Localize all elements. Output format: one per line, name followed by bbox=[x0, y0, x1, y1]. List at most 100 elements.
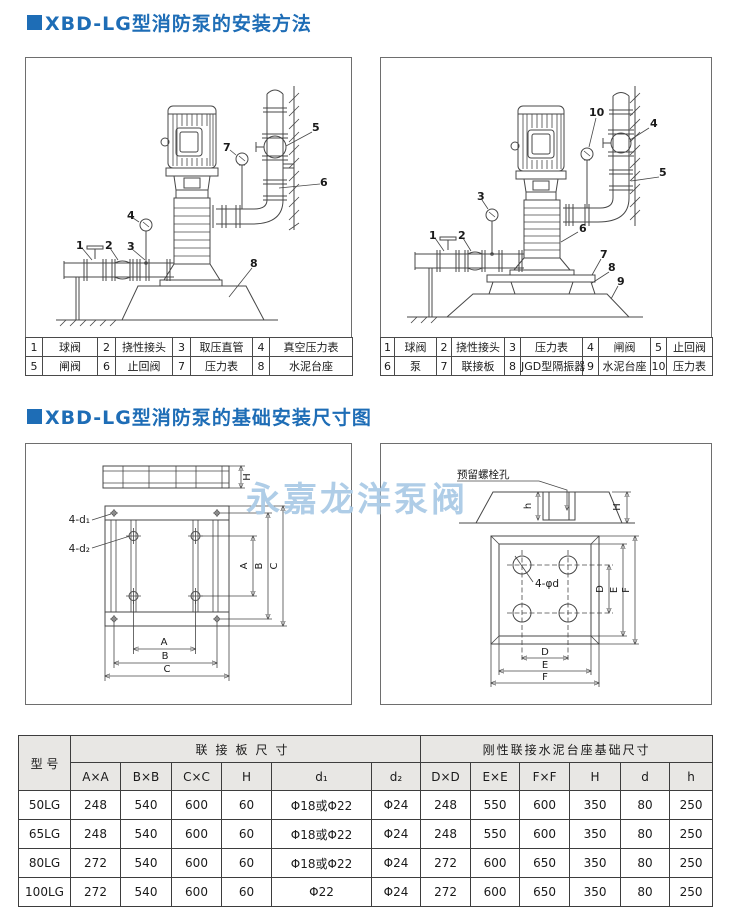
plate-plan-view bbox=[104, 505, 230, 627]
spec-value: 272 bbox=[420, 877, 472, 907]
part-number: 1 bbox=[380, 337, 395, 357]
spec-value: 600 bbox=[171, 819, 222, 849]
part-number: 6 bbox=[97, 356, 116, 376]
spec-col: H bbox=[569, 762, 622, 791]
installation-diagram-box-right: 1 2 3 4 5 6 7 8 9 10 bbox=[380, 57, 712, 338]
spec-header-groups: 型 号 联接板尺寸 刚性联接水泥台座基础尺寸 bbox=[18, 735, 714, 791]
spec-value: 600 bbox=[519, 790, 571, 820]
spec-row-50LG: 50LG 248 540 600 60 Φ18或Φ22 Φ24 248 550 … bbox=[18, 790, 714, 820]
label-4-d2: 4-d₂ bbox=[69, 543, 90, 555]
spec-col: F×F bbox=[519, 762, 571, 791]
hole-labels: 4-d₁ 4-d₂ bbox=[69, 513, 131, 555]
spec-value: Φ18或Φ22 bbox=[271, 848, 372, 878]
spec-col: d bbox=[620, 762, 671, 791]
spec-value: 350 bbox=[569, 848, 622, 878]
lifting-eye bbox=[510, 141, 520, 151]
spec-value: Φ24 bbox=[370, 819, 422, 849]
part-name: 球阀 bbox=[394, 337, 437, 357]
installation-diagram-box-left: 1 2 3 4 5 6 7 8 bbox=[25, 57, 352, 338]
spec-model: 100LG bbox=[18, 877, 71, 907]
spec-value: 80 bbox=[620, 877, 671, 907]
dim-label-B: B bbox=[162, 651, 169, 662]
dim-label-A-vert: A bbox=[239, 562, 250, 569]
callout-5: 5 bbox=[659, 166, 667, 179]
spec-header-model: 型 号 bbox=[18, 735, 71, 791]
dim-big-H: H bbox=[612, 492, 631, 523]
callout-9: 9 bbox=[617, 275, 625, 288]
spec-value: 272 bbox=[420, 848, 472, 878]
spec-value: 60 bbox=[221, 848, 272, 878]
callout-1: 1 bbox=[429, 229, 437, 242]
dim-H: H bbox=[229, 466, 253, 488]
spec-value: 350 bbox=[569, 877, 622, 907]
dim-label-h: h bbox=[523, 503, 534, 509]
part-name: 压力表 bbox=[666, 356, 713, 376]
base-dimension-panel: 预留螺栓孔 h H bbox=[380, 443, 712, 705]
spec-value: 600 bbox=[171, 848, 222, 878]
spec-value: Φ24 bbox=[370, 790, 422, 820]
spec-value: 60 bbox=[221, 790, 272, 820]
outlet-riser-pipe bbox=[563, 92, 634, 226]
parts-table-right: 1 球阀 2 挠性接头 3 压力表 4 闸阀 5 止回阀 6 泵 7 联接板 8 bbox=[380, 337, 713, 376]
spec-value: 248 bbox=[420, 790, 472, 820]
callout-2: 2 bbox=[458, 229, 466, 242]
part-name: 水泥台座 bbox=[269, 356, 353, 376]
callout-3: 3 bbox=[477, 190, 485, 203]
callout-2: 2 bbox=[105, 239, 113, 252]
callout-4: 4 bbox=[127, 209, 135, 222]
inlet-piping bbox=[414, 236, 524, 317]
parts-row: 6 泵 7 联接板 8 JGD型隔振器 9 水泥台座 10 压力表 bbox=[380, 356, 713, 376]
base-dimension-box: 预留螺栓孔 h H bbox=[380, 443, 712, 705]
right-dimensions: D E F bbox=[591, 536, 639, 644]
part-name: 真空压力表 bbox=[269, 337, 353, 357]
spec-value: 248 bbox=[420, 819, 472, 849]
spec-value: 600 bbox=[171, 790, 222, 820]
part-name: 止回阀 bbox=[666, 337, 713, 357]
watermark-text: 永嘉龙洋泵阀 bbox=[246, 480, 468, 520]
part-name: 压力表 bbox=[520, 337, 583, 357]
gate-valve-body bbox=[610, 132, 632, 154]
vacuum-gauge bbox=[139, 218, 153, 265]
spec-col: h bbox=[669, 762, 714, 791]
dim-label-H: H bbox=[242, 473, 253, 481]
spec-col: E×E bbox=[470, 762, 521, 791]
callout-7: 7 bbox=[600, 248, 608, 261]
callout-10: 10 bbox=[589, 106, 605, 119]
spec-col: C×C bbox=[171, 762, 222, 791]
spec-row-65LG: 65LG 248 540 600 60 Φ18或Φ22 Φ24 248 550 … bbox=[18, 819, 714, 849]
part-name: 闸阀 bbox=[42, 356, 98, 376]
cement-pedestal bbox=[56, 285, 278, 327]
spec-value: 600 bbox=[171, 877, 222, 907]
part-number: 3 bbox=[172, 337, 191, 357]
spec-header-columns: A×A B×B C×C H d₁ d₂ D×D E×E F×F H d h bbox=[19, 762, 714, 791]
plate-dimension-box: H bbox=[25, 443, 352, 705]
valve-handle bbox=[439, 236, 457, 241]
section-title-foundation: XBD-LG型消防泵的基础安装尺寸图 bbox=[27, 403, 372, 430]
spec-col: d₂ bbox=[370, 762, 422, 791]
vibration-isolators bbox=[488, 281, 596, 295]
callout-7: 7 bbox=[223, 141, 231, 154]
spec-value: 250 bbox=[669, 848, 714, 878]
part-number: 5 bbox=[650, 337, 667, 357]
spec-value: 60 bbox=[221, 819, 272, 849]
part-number: 3 bbox=[504, 337, 521, 357]
title-bullet-icon bbox=[27, 409, 42, 424]
spec-col: H bbox=[221, 762, 272, 791]
part-name: 取压直管 bbox=[190, 337, 253, 357]
spec-value: 250 bbox=[669, 877, 714, 907]
spec-value: 350 bbox=[569, 790, 622, 820]
spec-col: d₁ bbox=[271, 762, 372, 791]
part-number: 2 bbox=[97, 337, 116, 357]
pressure-gauge-outlet bbox=[580, 147, 594, 208]
dimension-spec-table: 型 号 联接板尺寸 刚性联接水泥台座基础尺寸 A×A B×B C×C H d₁ … bbox=[18, 735, 714, 907]
base-dimension-drawing: 预留螺栓孔 h H bbox=[457, 468, 639, 687]
part-name: 压力表 bbox=[190, 356, 253, 376]
spec-value: 80 bbox=[620, 819, 671, 849]
spec-value: 250 bbox=[669, 790, 714, 820]
base-cross-section bbox=[459, 491, 635, 524]
section-title-text: XBD-LG型消防泵的基础安装尺寸图 bbox=[45, 407, 372, 429]
part-name: 联接板 bbox=[451, 356, 505, 376]
base-plan-view: 4-φd bbox=[490, 535, 613, 662]
spec-value: 272 bbox=[70, 848, 121, 878]
